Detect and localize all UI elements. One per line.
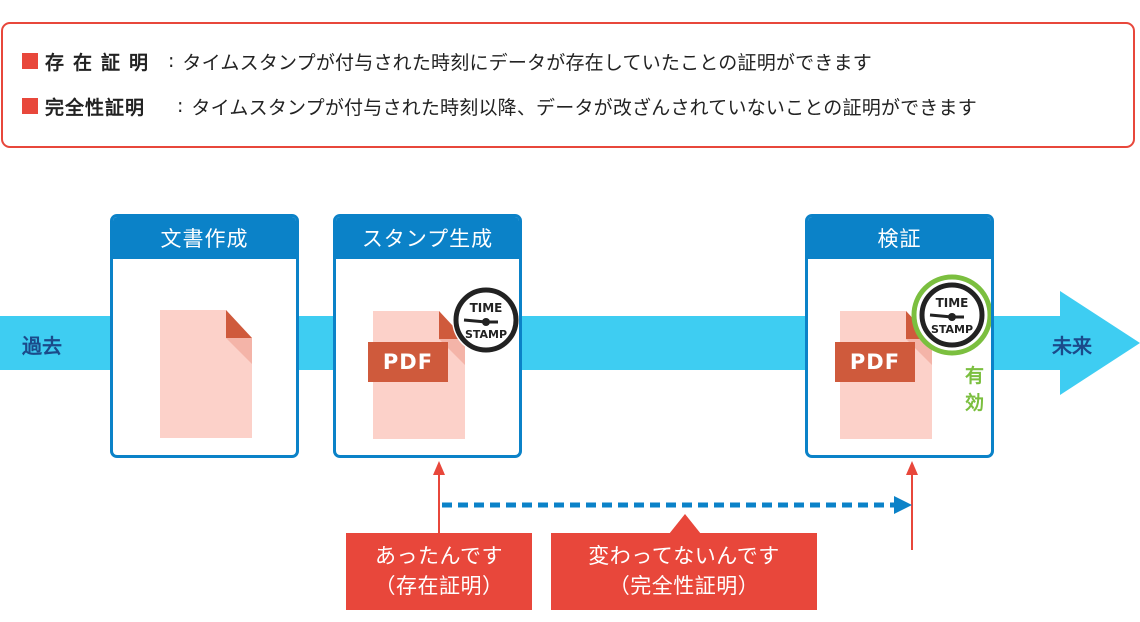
red-square-bullet — [22, 98, 38, 114]
red-pointer-line-verify — [911, 474, 913, 550]
integrity-proof-description: タイムスタンプが付与された時刻以降、データが改ざんされていないことの証明ができま… — [191, 96, 977, 119]
timeline-arrow-head — [1060, 291, 1140, 395]
step-card-verification: 検証 PDF TIME STAMP 有効 — [805, 214, 994, 458]
stamp-text-top: TIME — [470, 301, 503, 315]
stamp-text-bottom: STAMP — [465, 328, 507, 341]
pdf-label: PDF — [835, 342, 915, 382]
step-title: 文書作成 — [113, 217, 296, 259]
future-label: 未来 — [1052, 334, 1092, 358]
legend-row-existence: 存在証明 : タイムスタンプが付与された時刻にデータが存在していたことの証明がで… — [22, 46, 872, 76]
timestamp-clock-icon: TIME STAMP — [452, 286, 519, 354]
step-title: 検証 — [808, 217, 991, 259]
red-square-bullet — [22, 53, 38, 69]
stamp-text-bottom: STAMP — [931, 323, 973, 336]
step-card-stamp-generation: スタンプ生成 PDF TIME STAMP — [333, 214, 522, 458]
dashed-period-arrow — [442, 496, 912, 514]
integrity-proof-term: 完全性証明 — [45, 96, 146, 119]
colon-separator: : — [177, 95, 184, 117]
document-icon — [160, 310, 252, 438]
callout-subtext: （存在証明） — [374, 574, 504, 598]
callout-pointer-notch — [669, 514, 701, 534]
legend-row-integrity: 完全性証明 : タイムスタンプが付与された時刻以降、データが改ざんされていないこ… — [22, 91, 977, 121]
existence-proof-term: 存在証明 — [45, 51, 158, 74]
callout-integrity: 変わってないんです （完全性証明） — [551, 533, 817, 610]
stamp-text-top: TIME — [936, 296, 969, 310]
valid-status-label: 有効 — [965, 365, 985, 414]
callout-text: あったんです — [375, 544, 503, 568]
step-card-document-creation: 文書作成 — [110, 214, 299, 458]
callout-text: 変わってないんです — [588, 544, 780, 568]
definition-box — [1, 22, 1135, 148]
pdf-label: PDF — [368, 342, 448, 382]
existence-proof-description: タイムスタンプが付与された時刻にデータが存在していたことの証明ができます — [182, 51, 872, 74]
callout-existence: あったんです （存在証明） — [346, 533, 532, 610]
callout-subtext: （完全性証明） — [608, 574, 760, 598]
past-label: 過去 — [22, 334, 62, 358]
red-pointer-arrowhead-verify — [906, 461, 918, 475]
colon-separator: : — [168, 50, 175, 72]
red-pointer-arrowhead-stamp — [433, 461, 445, 475]
step-title: スタンプ生成 — [336, 217, 519, 259]
red-pointer-line-stamp — [438, 474, 440, 534]
timestamp-clock-icon: TIME STAMP — [911, 274, 991, 356]
